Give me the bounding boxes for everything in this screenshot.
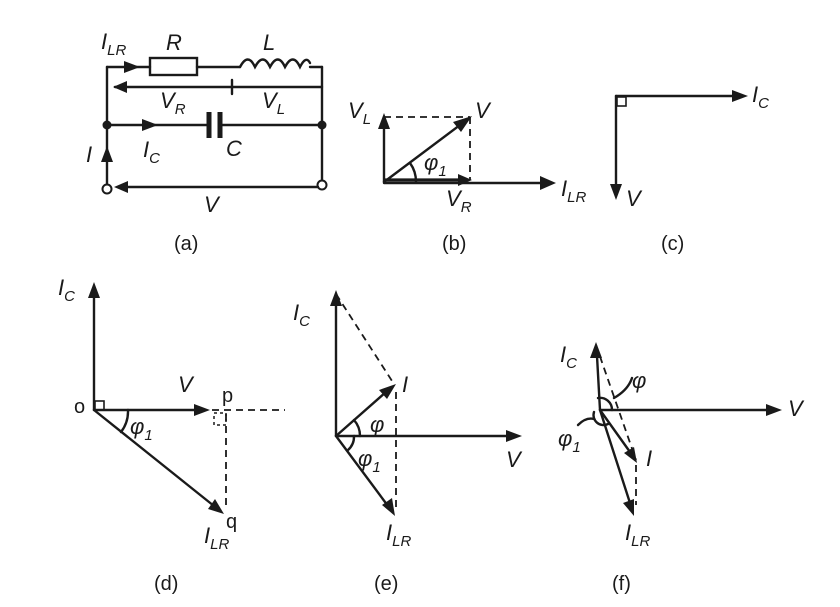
label-I-a: I (86, 142, 92, 167)
label-V-f: V (788, 396, 805, 421)
supply-current-arrow (101, 146, 113, 162)
label-R: R (166, 30, 182, 55)
label-I-C-f: IC (560, 342, 577, 372)
label-phi1-b: φ1 (424, 150, 447, 180)
label-V-a: V (204, 192, 221, 217)
panel-e-phasors: IC I φ φ1 V ILR (e) (293, 290, 523, 595)
caption-c: (c) (661, 233, 684, 255)
label-q: q (226, 511, 237, 533)
label-I-LR-a: ILR (101, 29, 126, 59)
label-phi-f: φ (632, 368, 646, 393)
label-L: L (263, 30, 275, 55)
label-phi-e: φ (370, 412, 384, 437)
label-o: o (74, 396, 85, 418)
label-V-L-a: VL (262, 88, 285, 118)
top-branch-arrow (124, 61, 140, 73)
label-I-f: I (646, 446, 652, 471)
panel-d-phasors: IC o V p φ1 q ILR (d) (58, 275, 285, 595)
label-V-d: V (178, 372, 195, 397)
panel-a-circuit: ILR R L VR VL IC C I V (a) (86, 29, 328, 255)
caption-e: (e) (374, 573, 398, 595)
panel-f-phasors: IC φ V φ1 I ILR (f) (558, 342, 805, 595)
label-C: C (226, 136, 242, 161)
caption-b: (b) (442, 233, 466, 255)
label-I-C-a: IC (143, 137, 160, 167)
label-V-L-b: VL (348, 98, 371, 128)
label-phi1-f: φ1 (558, 426, 581, 456)
panel-c-phasors: IC V (c) (610, 82, 769, 255)
label-I-LR-d: ILR (204, 523, 229, 553)
inductor-symbol (238, 58, 312, 70)
capacitor-current-arrow (142, 119, 158, 131)
label-I-LR-e: ILR (386, 520, 411, 550)
label-phi1-d: φ1 (130, 414, 153, 444)
label-I-LR-f: ILR (625, 520, 650, 550)
label-I-C-e: IC (293, 300, 310, 330)
resistor-symbol (148, 56, 199, 77)
label-V-b: V (475, 98, 492, 123)
label-V-c: V (626, 186, 643, 211)
caption-a: (a) (174, 233, 198, 255)
label-phi1-e: φ1 (358, 446, 381, 476)
terminal-right (316, 179, 328, 191)
label-I-C-d: IC (58, 275, 75, 305)
panel-b-phasors: VL V φ1 VR ILR (b) (348, 98, 586, 255)
label-I-LR-b: ILR (561, 176, 586, 206)
label-I-C-c: IC (752, 82, 769, 112)
label-p: p (222, 385, 233, 407)
label-I-e: I (402, 372, 408, 397)
label-V-e: V (506, 447, 523, 472)
label-V-R-b: VR (446, 186, 472, 216)
label-V-R-a: VR (160, 88, 186, 118)
caption-d: (d) (154, 573, 178, 595)
terminal-left (101, 183, 113, 195)
caption-f: (f) (612, 573, 631, 595)
